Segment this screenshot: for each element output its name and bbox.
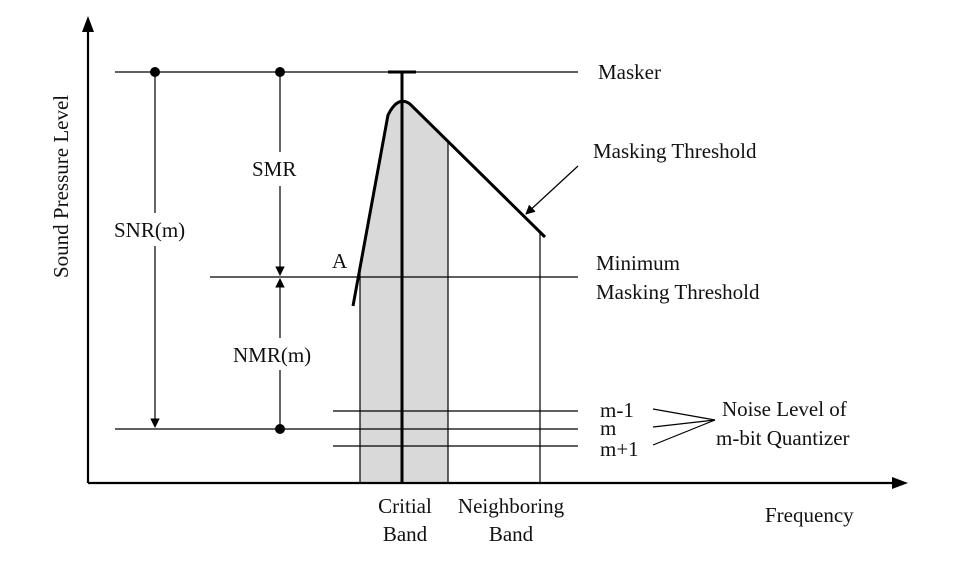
y-axis-label: Sound Pressure Level — [49, 95, 73, 278]
smr-label: SMR — [252, 157, 296, 181]
quantizer-level-m-minus-1: m-1 — [600, 398, 634, 422]
nmr-bottom-dot — [275, 424, 285, 434]
masking-threshold-curve — [351, 99, 547, 307]
y-axis-arrowhead — [82, 16, 94, 32]
quantizer-level-m-plus-1: m+1 — [600, 437, 639, 461]
neighboring-band-label-line1: Neighboring — [458, 494, 565, 518]
x-axis-label: Frequency — [765, 503, 854, 527]
point-a-label: A — [332, 249, 348, 273]
quantizer-connector-2 — [652, 419, 716, 428]
x-axis-arrowhead — [892, 477, 908, 489]
quantizer-label-line1: Noise Level of — [722, 397, 847, 421]
min-threshold-label-line2: Masking Threshold — [596, 280, 760, 304]
quantizer-connector-3 — [652, 419, 716, 446]
min-threshold-label-line1: Minimum — [596, 251, 680, 275]
quantizer-connector-1 — [652, 408, 716, 421]
nmr-label: NMR(m) — [233, 343, 311, 367]
quantizer-level-m: m — [600, 416, 616, 440]
masking-threshold-label: Masking Threshold — [593, 139, 757, 163]
critical-band-label-line2: Band — [383, 522, 428, 546]
snr-label: SNR(m) — [114, 218, 185, 242]
critical-band-label-line1: Critial — [378, 494, 432, 518]
critical-band-shade — [360, 100, 448, 483]
masker-label: Masker — [598, 60, 661, 84]
masking-threshold-pointer — [525, 165, 579, 215]
neighboring-band-label-line2: Band — [489, 522, 534, 546]
quantizer-label-line2: m-bit Quantizer — [716, 426, 850, 450]
